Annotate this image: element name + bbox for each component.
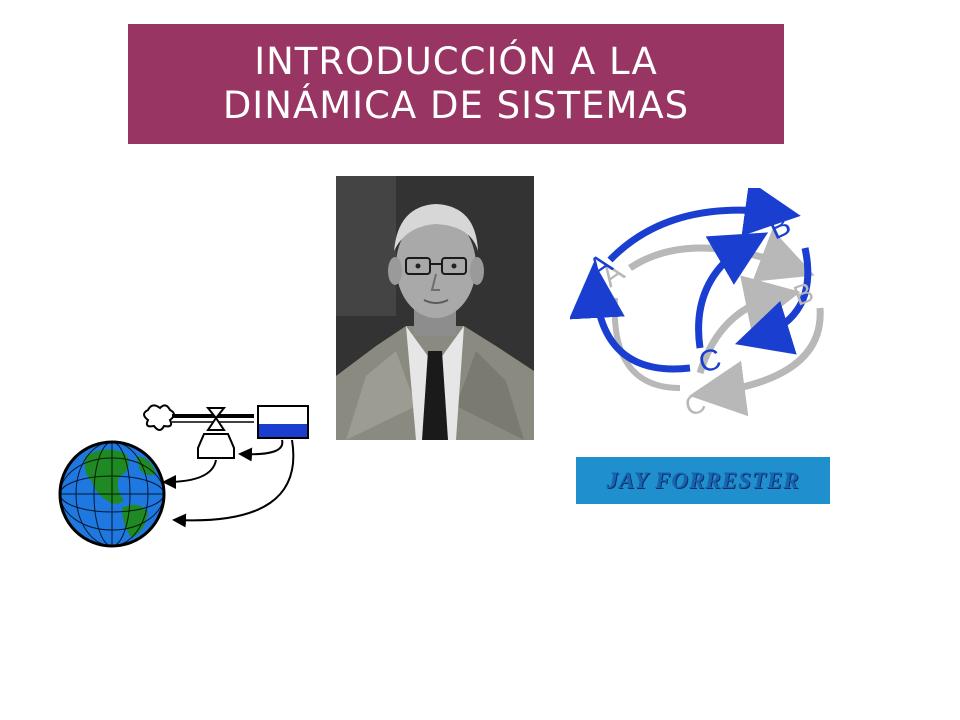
title-line-1: INTRODUCCIÓN A LA [254, 40, 658, 83]
loop-label-front-b: B [764, 208, 796, 246]
globe-icon [58, 440, 166, 548]
name-label: JAY FORRESTER [606, 467, 800, 493]
cloud-source-icon [143, 404, 175, 431]
title-line-2: DINÁMICA DE SISTEMAS [222, 84, 690, 127]
causal-loop-diagram: A A B B C C [570, 188, 824, 422]
loop-label-front-c: C [695, 342, 724, 379]
valve-icon [205, 407, 227, 420]
stock-flow-diagram [58, 404, 309, 548]
name-label-box: JAY FORRESTER [576, 457, 830, 504]
title-banner: INTRODUCCIÓN A LA DINÁMICA DE SISTEMAS [128, 24, 784, 144]
portrait-photo [336, 176, 534, 440]
loop-label-back-c: C [682, 387, 710, 422]
loop-label-back-b: B [789, 276, 817, 312]
